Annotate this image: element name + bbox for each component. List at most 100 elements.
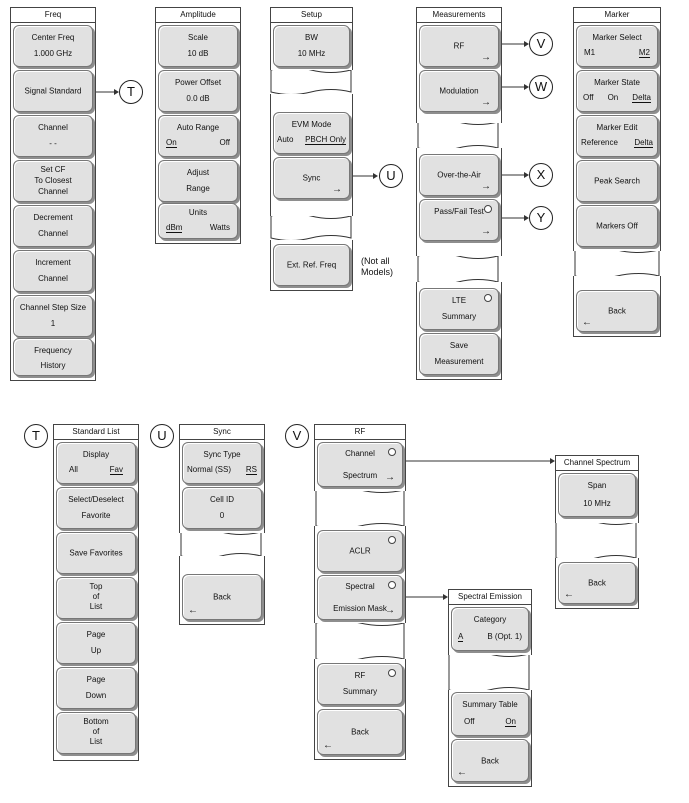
auto-range-options: On Off: [159, 138, 237, 148]
key-label: Marker State: [594, 78, 640, 87]
channel-step-key[interactable]: Channel Step Size 1: [13, 295, 93, 337]
save-favorites-key[interactable]: Save Favorites: [56, 532, 136, 574]
pass-fail-key[interactable]: Pass/Fail Test →: [419, 199, 499, 241]
option-pbch: PBCH Only: [305, 135, 346, 145]
center-freq-key[interactable]: Center Freq 1.000 GHz: [13, 25, 93, 67]
marker-state-key[interactable]: Marker State Off On Delta: [576, 70, 658, 112]
sync-key[interactable]: Sync →: [273, 157, 350, 199]
page-down-key[interactable]: Page Down: [56, 667, 136, 709]
key-label: Marker Edit: [596, 123, 638, 132]
arrow-right-icon: →: [481, 52, 491, 63]
key-value: Summary: [441, 312, 477, 321]
display-options: All Fav: [57, 465, 135, 475]
key-label: Center Freq: [31, 33, 75, 42]
bw-key[interactable]: BW 10 MHz: [273, 25, 350, 67]
rf-back-key[interactable]: Back ←: [317, 709, 403, 755]
key-value: Favorite: [81, 511, 111, 520]
option-on: On: [166, 138, 177, 148]
sync-back-key[interactable]: Back ←: [182, 574, 262, 620]
key-value: History: [40, 361, 66, 370]
ext-ref-freq-key[interactable]: Ext. Ref. Freq: [273, 244, 350, 286]
back-key[interactable]: Back ←: [576, 290, 658, 332]
key-value: Down: [85, 691, 107, 700]
key-label: ACLR: [349, 546, 371, 556]
over-the-air-key[interactable]: Over-the-Air →: [419, 154, 499, 196]
evm-options: Auto PBCH Only: [274, 135, 349, 145]
key-label: Over-the-Air: [437, 170, 481, 180]
sync-type-key[interactable]: Sync Type Normal (SS) RS: [182, 442, 262, 484]
option-delta: Delta: [634, 138, 653, 148]
arrowhead: [373, 173, 378, 179]
cell-id-key[interactable]: Cell ID 0: [182, 487, 262, 529]
peak-search-key[interactable]: Peak Search: [576, 160, 658, 202]
indicator-icon: [484, 294, 492, 302]
key-label: Channel: [38, 123, 68, 132]
summary-table-key[interactable]: Summary Table Off On: [451, 692, 529, 736]
arrow-right-icon: →: [385, 472, 395, 483]
not-all-models-note: (Not all Models): [361, 256, 393, 278]
display-key[interactable]: Display All Fav: [56, 442, 136, 484]
select-deselect-key[interactable]: Select/Deselect Favorite: [56, 487, 136, 529]
option-a: A: [458, 632, 464, 642]
save-measurement-key[interactable]: Save Measurement: [419, 333, 499, 375]
key-label-line2: Spectrum: [342, 471, 378, 480]
option-normal: Normal (SS): [187, 465, 232, 474]
option-watts: Watts: [209, 223, 230, 232]
evm-mode-key[interactable]: EVM Mode Auto PBCH Only: [273, 112, 350, 154]
lte-summary-key[interactable]: LTE Summary: [419, 288, 499, 330]
indicator-icon: [388, 536, 396, 544]
break-mark: [574, 247, 660, 279]
units-key[interactable]: Units dBm Watts: [158, 203, 238, 239]
units-options: dBm Watts: [159, 223, 237, 233]
note-line2: Models): [361, 267, 394, 277]
aclr-key[interactable]: ACLR: [317, 530, 403, 572]
auto-range-key[interactable]: Auto Range On Off: [158, 115, 238, 157]
decrement-key[interactable]: Decrement Channel: [13, 205, 93, 247]
category-key[interactable]: Category A B (Opt. 1): [451, 607, 529, 651]
key-label: Span: [587, 481, 607, 490]
adjust-range-key[interactable]: Adjust Range: [158, 160, 238, 202]
rf-key[interactable]: RF →: [419, 25, 499, 67]
option-reference: Reference: [581, 138, 618, 147]
channel-spectrum-key[interactable]: Channel Spectrum →: [317, 442, 403, 487]
spectral-emission-back-key[interactable]: Back ←: [451, 739, 529, 782]
modulation-key[interactable]: Modulation →: [419, 70, 499, 112]
key-value: 10 MHz: [583, 499, 611, 508]
callout-v: V: [529, 32, 553, 56]
key-value: Channel: [38, 274, 68, 283]
arrow-left-icon: ←: [188, 605, 198, 616]
arrow-right-icon: →: [481, 226, 491, 237]
set-cf-key[interactable]: Set CF To Closest Channel: [13, 160, 93, 202]
channel-spectrum-back-key[interactable]: Back ←: [558, 562, 636, 604]
marker-edit-key[interactable]: Marker Edit Reference Delta: [576, 115, 658, 157]
callout-t: T: [119, 80, 143, 104]
key-value: Up: [90, 646, 102, 655]
page-up-key[interactable]: Page Up: [56, 622, 136, 664]
callout-y: Y: [529, 206, 553, 230]
spectral-emission-mask-key[interactable]: Spectral Emission Mask →: [317, 575, 403, 620]
increment-key[interactable]: Increment Channel: [13, 250, 93, 292]
frequency-history-key[interactable]: Frequency History: [13, 338, 93, 376]
key-label: Save: [449, 341, 469, 350]
arrow-left-icon: ←: [323, 740, 333, 751]
key-label: Back: [351, 727, 369, 737]
arrow-left-icon: ←: [582, 317, 592, 328]
channel-spectrum-title: Channel Spectrum: [556, 456, 638, 471]
arrowhead: [114, 89, 119, 95]
option-off: Off: [583, 93, 594, 102]
key-label: EVM Mode: [291, 120, 332, 129]
span-key[interactable]: Span 10 MHz: [558, 473, 636, 517]
key-label: Page: [86, 630, 106, 639]
scale-key[interactable]: Scale 10 dB: [158, 25, 238, 67]
channel-key[interactable]: Channel - -: [13, 115, 93, 157]
key-value: Summary: [342, 687, 378, 696]
rf-summary-key[interactable]: RF Summary: [317, 663, 403, 705]
power-offset-key[interactable]: Power Offset 0.0 dB: [158, 70, 238, 112]
signal-standard-key[interactable]: Signal Standard: [13, 70, 93, 112]
top-of-list-key[interactable]: Top of List: [56, 577, 136, 619]
key-label: Channel Step Size: [19, 303, 87, 312]
markers-off-key[interactable]: Markers Off: [576, 205, 658, 247]
spectral-emission-menu-top: Spectral Emission Category A B (Opt. 1): [448, 589, 532, 655]
marker-select-key[interactable]: Marker Select M1 M2: [576, 25, 658, 67]
bottom-of-list-key[interactable]: Bottom of List: [56, 712, 136, 754]
